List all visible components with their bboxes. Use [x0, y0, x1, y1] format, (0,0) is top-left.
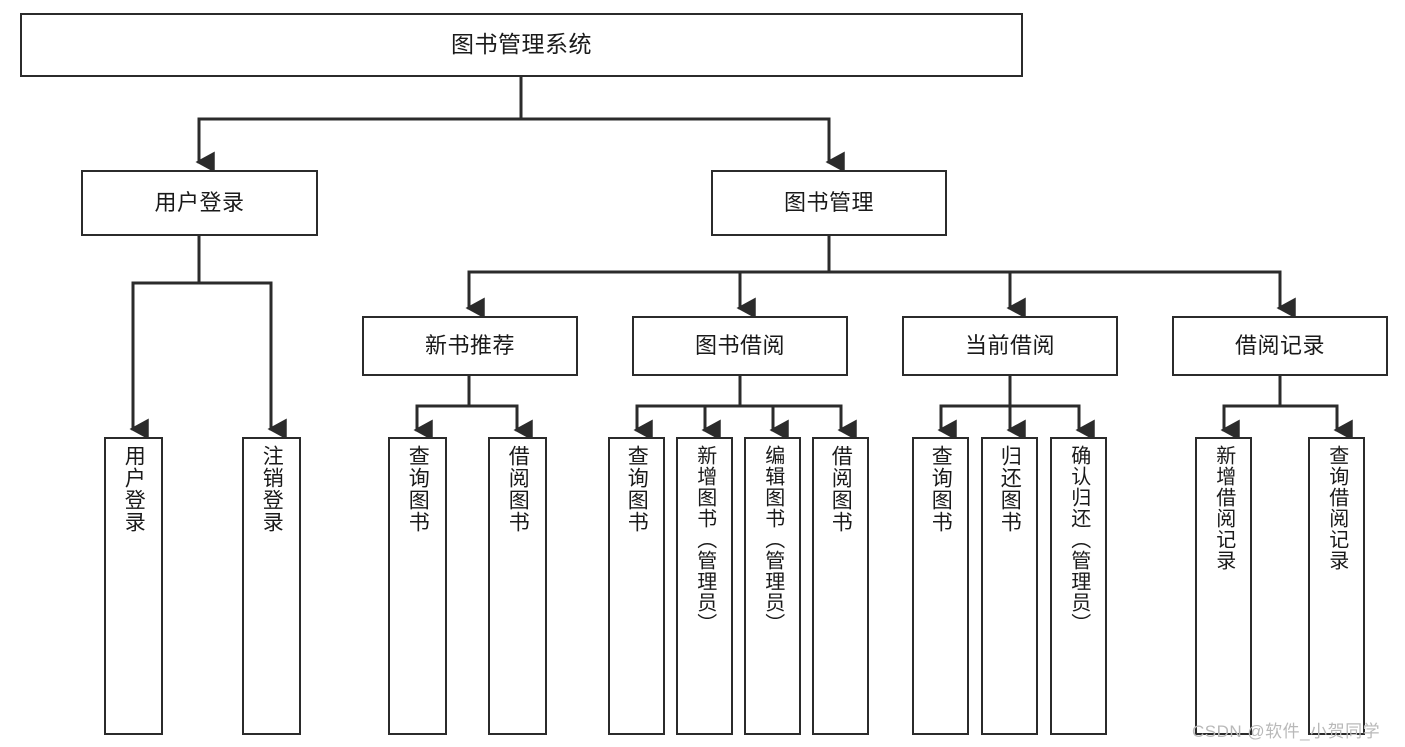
node-label: 当前借阅 [964, 333, 1055, 359]
node-label: 查询图书 [406, 445, 430, 533]
node-leaf-borrow-book-2[interactable]: 借阅图书 [812, 437, 869, 735]
node-label: 借阅记录 [1234, 333, 1325, 359]
node-label: 新增借阅记录 [1212, 445, 1235, 571]
node-label: 归还图书 [998, 445, 1022, 533]
node-new-book-recommend[interactable]: 新书推荐 [362, 316, 578, 376]
node-label: 查询图书 [929, 445, 953, 533]
node-label: 借阅图书 [829, 445, 853, 533]
node-label: 图书管理系统 [451, 31, 592, 58]
node-label: 注销登录 [260, 445, 284, 533]
node-leaf-borrow-book-1[interactable]: 借阅图书 [488, 437, 547, 735]
node-label: 用户登录 [154, 190, 245, 216]
node-leaf-add-book[interactable]: 新增图书（管理员） [676, 437, 733, 735]
node-label: 确认归还（管理员） [1067, 445, 1090, 634]
node-label: 图书借阅 [694, 333, 785, 359]
node-label: 编辑图书（管理员） [761, 445, 784, 634]
node-leaf-query-book-3[interactable]: 查询图书 [912, 437, 969, 735]
node-label: 新增图书（管理员） [693, 445, 716, 634]
node-label: 图书管理 [783, 190, 874, 216]
node-book-borrow[interactable]: 图书借阅 [632, 316, 848, 376]
node-label: 借阅图书 [506, 445, 530, 533]
node-leaf-return-book[interactable]: 归还图书 [981, 437, 1038, 735]
node-borrow-record[interactable]: 借阅记录 [1172, 316, 1388, 376]
node-user-login[interactable]: 用户登录 [81, 170, 318, 236]
node-leaf-query-book-1[interactable]: 查询图书 [388, 437, 447, 735]
node-leaf-add-record[interactable]: 新增借阅记录 [1195, 437, 1252, 735]
node-label: 查询图书 [625, 445, 649, 533]
node-leaf-user-login[interactable]: 用户登录 [104, 437, 163, 735]
node-leaf-edit-book[interactable]: 编辑图书（管理员） [744, 437, 801, 735]
node-current-borrow[interactable]: 当前借阅 [902, 316, 1118, 376]
node-label: 新书推荐 [424, 333, 515, 359]
node-leaf-logout[interactable]: 注销登录 [242, 437, 301, 735]
node-leaf-confirm-return[interactable]: 确认归还（管理员） [1050, 437, 1107, 735]
node-label: 查询借阅记录 [1325, 445, 1348, 571]
csdn-watermark: CSDN @软件_小贺同学 [1192, 722, 1381, 741]
node-book-manage[interactable]: 图书管理 [711, 170, 947, 236]
node-root-system[interactable]: 图书管理系统 [20, 13, 1023, 77]
node-leaf-query-record[interactable]: 查询借阅记录 [1308, 437, 1365, 735]
node-leaf-query-book-2[interactable]: 查询图书 [608, 437, 665, 735]
node-label: 用户登录 [122, 445, 146, 533]
